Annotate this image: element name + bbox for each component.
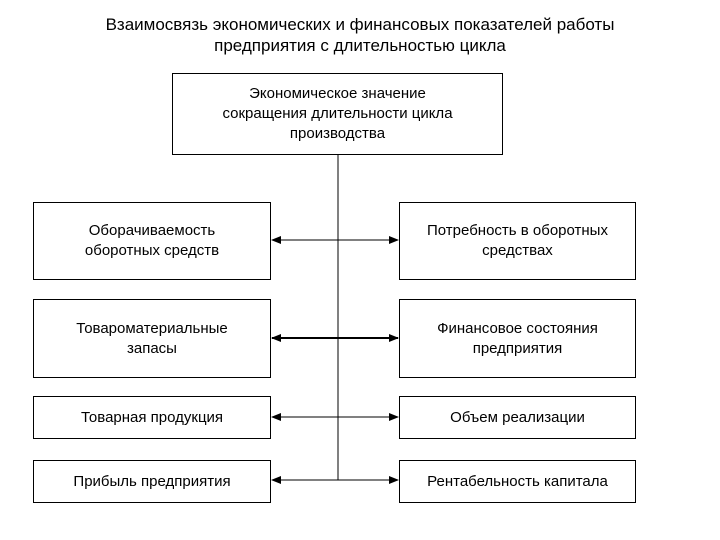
right-box-financial-state: Финансовое состояния предприятия: [399, 299, 636, 378]
diagram-title: Взаимосвязь экономических и финансовых п…: [40, 14, 680, 56]
title-line-1: Взаимосвязь экономических и финансовых п…: [105, 15, 615, 34]
right-box-sales-volume-label: Объем реализации: [450, 408, 585, 426]
top-box-economic-significance: Экономическое значение сокращения длител…: [172, 73, 503, 155]
left-box-inventory: Товароматериальные запасы: [33, 299, 271, 378]
left-box-commodity-output: Товарная продукция: [33, 396, 271, 439]
title-line-2: предприятия с длительностью цикла: [214, 36, 506, 55]
left-box-turnover: Оборачиваемость оборотных средств: [33, 202, 271, 280]
right-box-working-capital-need: Потребность в оборотных средствах: [399, 202, 636, 280]
right-box-return-on-capital-label: Рентабельность капитала: [427, 472, 608, 490]
left-box-turnover-line-1: Оборачиваемость: [88, 222, 216, 239]
left-box-inventory-line-1: Товароматериальные: [76, 319, 228, 337]
top-box-line-3: производства: [289, 125, 386, 142]
top-box-line-1: Экономическое значение: [249, 85, 426, 102]
top-box-line-2: сокращения длительности цикла: [222, 105, 453, 122]
left-box-turnover-line-2: оборотных средств: [84, 242, 220, 259]
left-box-profit-label: Прибыль предприятия: [73, 472, 231, 490]
left-box-commodity-output-label: Товарная продукция: [80, 408, 224, 426]
left-box-inventory-line-2: запасы: [127, 339, 177, 357]
right-box-sales-volume: Объем реализации: [399, 396, 636, 439]
right-box-working-capital-need-line-1: Потребность в оборотных: [427, 222, 608, 239]
right-box-return-on-capital: Рентабельность капитала: [399, 460, 636, 503]
left-box-profit: Прибыль предприятия: [33, 460, 271, 503]
right-box-working-capital-need-line-2: средствах: [482, 242, 553, 259]
right-box-financial-state-line-2: предприятия: [472, 339, 563, 357]
right-box-financial-state-line-1: Финансовое состояния: [437, 319, 598, 337]
